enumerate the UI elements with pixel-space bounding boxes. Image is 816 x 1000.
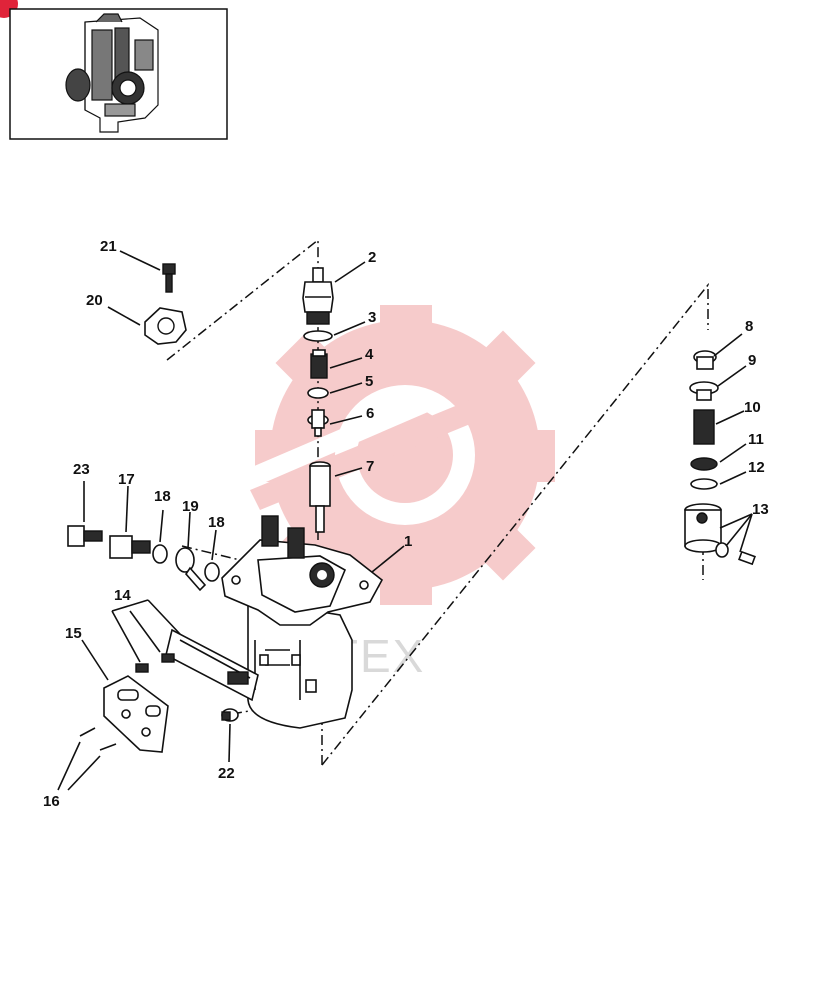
- sealing-washer-b[interactable]: [204, 562, 220, 582]
- callout-12: 12: [748, 459, 765, 476]
- plunger-spring[interactable]: [693, 409, 715, 445]
- callout-6: 6: [366, 405, 374, 422]
- callout-11: 11: [748, 431, 764, 448]
- callout-20: 20: [86, 292, 103, 309]
- callout-14: 14: [114, 587, 131, 604]
- cover-plate[interactable]: [103, 675, 169, 753]
- callout-13: 13: [752, 501, 769, 518]
- delivery-valve-holder[interactable]: [302, 267, 334, 325]
- callout-18a: 18: [154, 488, 171, 505]
- callout-4: 4: [365, 346, 374, 363]
- callout-16: 16: [43, 793, 60, 810]
- plunger[interactable]: [309, 461, 331, 533]
- valve-spring[interactable]: [310, 349, 328, 379]
- leader-lines: [57, 250, 753, 791]
- upper-seat[interactable]: [693, 350, 717, 370]
- callout-22: 22: [218, 765, 235, 782]
- banjo-fitting[interactable]: [175, 547, 207, 592]
- callout-1: 1: [404, 533, 412, 550]
- callout-5: 5: [365, 373, 373, 390]
- callout-labels: 1 2 3 4 5 6 7 8 9 10 11 12 13 14 15 16 1…: [43, 238, 769, 810]
- callout-9: 9: [748, 352, 756, 369]
- spring-seat[interactable]: [689, 381, 719, 401]
- plate-screws[interactable]: [79, 727, 117, 751]
- side-bolt[interactable]: [67, 525, 103, 547]
- callout-17: 17: [118, 471, 135, 488]
- callout-8: 8: [745, 318, 753, 335]
- callout-2: 2: [368, 249, 376, 266]
- lock-plate[interactable]: [144, 307, 187, 345]
- plug[interactable]: [221, 708, 239, 722]
- callout-23: 23: [73, 461, 90, 478]
- rack-pins[interactable]: [135, 653, 175, 673]
- banjo-bolt[interactable]: [109, 535, 151, 559]
- tappet[interactable]: [684, 503, 756, 566]
- callout-3: 3: [368, 309, 376, 326]
- engine-thumbnail[interactable]: [9, 8, 228, 140]
- callout-7: 7: [366, 458, 374, 475]
- lower-seat[interactable]: [690, 457, 718, 471]
- callout-19: 19: [182, 498, 199, 515]
- delivery-valve[interactable]: [307, 409, 329, 437]
- control-rack[interactable]: [165, 628, 259, 702]
- callout-10: 10: [744, 399, 761, 416]
- valve-washer[interactable]: [307, 387, 329, 399]
- o-ring[interactable]: [303, 330, 333, 342]
- bolt[interactable]: [162, 263, 176, 293]
- sealing-washer-a[interactable]: [152, 544, 168, 564]
- callout-21: 21: [100, 238, 117, 255]
- shim[interactable]: [690, 478, 718, 490]
- callout-18b: 18: [208, 514, 225, 531]
- callout-15: 15: [65, 625, 82, 642]
- pump-body[interactable]: [221, 515, 384, 729]
